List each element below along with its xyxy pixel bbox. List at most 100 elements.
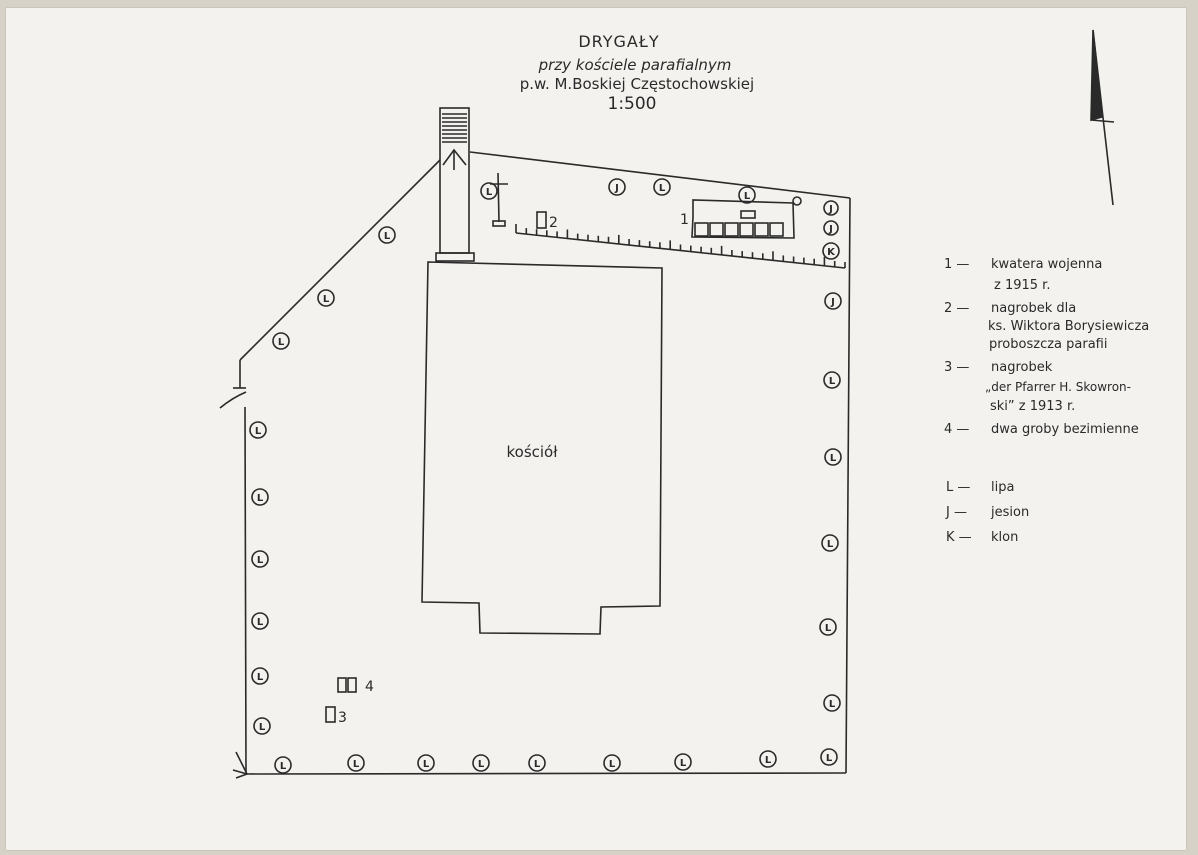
svg-text:L: L — [353, 759, 360, 770]
grave-marker-3: 3 — [325, 706, 347, 726]
tree-linden: L — [317, 289, 335, 307]
tree-linden: L — [347, 754, 365, 772]
tree-legend-label-jesion: jesion — [990, 505, 1029, 520]
svg-text:L: L — [827, 539, 834, 550]
tree-linden: L — [251, 488, 269, 506]
trees-layer: L J L L J J K J L L L L L L L L L L L L … — [249, 178, 842, 774]
grave-markers-4: 4 — [337, 677, 374, 695]
legend-text-4: dwa groby bezimienne — [991, 422, 1139, 437]
legend-text-2a: nagrobek dla — [991, 301, 1076, 316]
map-subtitle-line1: przy kościele parafialnym — [538, 56, 732, 74]
tree-linden: L — [759, 750, 777, 768]
svg-text:L: L — [829, 376, 836, 387]
svg-text:L: L — [609, 759, 616, 770]
legend: 1 — kwatera wojenna z 1915 r. 2 — nagrob… — [944, 257, 1149, 545]
svg-text:L: L — [423, 759, 430, 770]
tree-linden: L — [823, 371, 841, 389]
tree-legend: L — lipa J — jesion K — klon — [945, 480, 1029, 545]
svg-text:L: L — [278, 337, 285, 348]
tree-linden: L — [274, 756, 292, 774]
tree-legend-label-lipa: lipa — [991, 480, 1014, 495]
svg-text:L: L — [323, 294, 330, 305]
church-building: kościół — [421, 261, 663, 635]
svg-text:L: L — [257, 617, 264, 628]
tree-linden: L — [820, 748, 838, 766]
cross-icon — [490, 172, 508, 227]
svg-text:L: L — [257, 555, 264, 566]
tree-ash: J — [823, 200, 839, 216]
legend-key-4: 4 — — [944, 422, 969, 437]
svg-text:L: L — [825, 623, 832, 634]
tree-linden: L — [251, 550, 269, 568]
svg-text:L: L — [829, 699, 836, 710]
tower-stairs — [435, 107, 475, 262]
tree-linden: L — [823, 694, 841, 712]
svg-text:L: L — [659, 183, 666, 194]
tree-linden: L — [653, 178, 671, 196]
legend-text-3a: nagrobek — [991, 360, 1053, 375]
svg-text:L: L — [744, 191, 751, 202]
marker-label-2: 2 — [549, 215, 558, 231]
map-subtitle-line2: p.w. M.Boskiej Częstochowskiej — [520, 75, 754, 93]
svg-text:L: L — [257, 493, 264, 504]
svg-text:J: J — [828, 224, 833, 235]
legend-key-1: 1 — — [944, 257, 969, 272]
tree-legend-key-L: L — — [946, 480, 970, 495]
tree-linden: L — [738, 186, 756, 204]
tree-ash: J — [608, 178, 626, 196]
title-block: DRYGAŁY przy kościele parafialnym p.w. M… — [520, 32, 754, 114]
tree-linden: L — [251, 612, 269, 630]
tree-linden: L — [251, 667, 269, 685]
legend-item-1: 1 — kwatera wojenna z 1915 r. — [944, 257, 1102, 293]
svg-text:L: L — [280, 761, 287, 772]
svg-text:L: L — [680, 758, 687, 769]
svg-text:L: L — [384, 231, 391, 242]
tree-linden: L — [272, 332, 290, 350]
tree-linden: L — [417, 754, 435, 772]
legend-text-1b: z 1915 r. — [994, 278, 1050, 293]
stair-hatching — [442, 113, 467, 143]
tree-legend-key-J: J — — [945, 505, 967, 520]
svg-text:J: J — [830, 297, 835, 308]
svg-text:L: L — [486, 187, 493, 198]
svg-text:J: J — [614, 183, 619, 194]
svg-text:J: J — [828, 204, 833, 215]
sw-entrance-icon — [232, 751, 248, 779]
war-quarter-1: 1 — [680, 196, 802, 239]
svg-text:L: L — [534, 759, 541, 770]
tree-ash: J — [824, 292, 842, 310]
grave-marker-2: 2 — [536, 211, 558, 231]
scale-bar — [515, 224, 846, 269]
tree-linden: L — [378, 226, 396, 244]
legend-text-2b: ks. Wiktora Borysiewicza — [988, 319, 1149, 334]
legend-text-1a: kwatera wojenna — [991, 257, 1102, 272]
tree-legend-label-klon: klon — [991, 530, 1018, 545]
legend-key-3: 3 — — [944, 360, 969, 375]
legend-item-4: 4 — dwa groby bezimienne — [944, 422, 1139, 437]
tree-linden: L — [821, 534, 839, 552]
tree-ash: J — [823, 220, 839, 236]
legend-item-3: 3 — nagrobek „der Pfarrer H. Skowron- sk… — [944, 360, 1131, 414]
svg-text:L: L — [830, 453, 837, 464]
tree-linden: L — [674, 753, 692, 771]
legend-key-2: 2 — — [944, 301, 969, 316]
tree-linden: L — [480, 182, 498, 200]
cemetery-boundary — [239, 151, 851, 775]
map-scale: 1:500 — [608, 94, 657, 114]
svg-text:L: L — [826, 753, 833, 764]
map-sheet — [6, 8, 1186, 850]
tree-linden: L — [253, 717, 271, 735]
tree-linden: L — [819, 618, 837, 636]
tree-maple: K — [822, 242, 840, 260]
svg-text:L: L — [478, 759, 485, 770]
tree-linden: L — [603, 754, 621, 772]
marker-label-4: 4 — [365, 679, 374, 695]
legend-text-3c: ski” z 1913 r. — [990, 399, 1075, 414]
legend-item-2: 2 — nagrobek dla ks. Wiktora Borysiewicz… — [944, 301, 1149, 352]
tree-linden: L — [472, 754, 490, 772]
svg-text:L: L — [765, 755, 772, 766]
svg-text:L: L — [257, 672, 264, 683]
tree-linden: L — [528, 754, 546, 772]
legend-text-2c: proboszcza parafii — [989, 337, 1107, 352]
